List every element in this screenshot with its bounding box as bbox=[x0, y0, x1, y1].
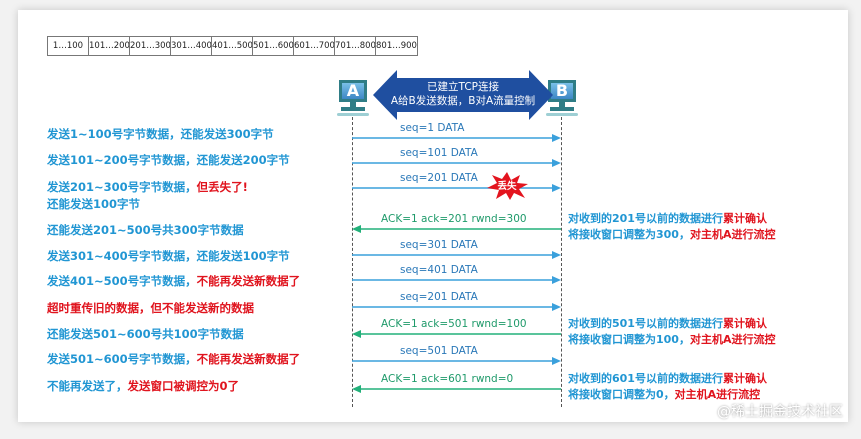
annotation-text: 发送窗口被调控为0了 bbox=[127, 379, 240, 393]
annotation-text: 还能发送201~500号共300字节数据 bbox=[47, 223, 244, 237]
host-b: B bbox=[545, 80, 579, 118]
annotation-text: 不能再发送新数据了 bbox=[196, 352, 301, 366]
arrow-head-icon bbox=[352, 225, 361, 233]
annotation-text: 发送201~300号字节数据， bbox=[47, 180, 197, 194]
sender-annotation: 发送1~100号字节数据，还能发送300字节 bbox=[47, 126, 274, 142]
arrow-head-icon bbox=[552, 357, 561, 365]
sender-annotation: 发送401~500号字节数据，不能再发送新数据了 bbox=[47, 273, 300, 289]
note-text: 将接收窗口调整为300， bbox=[568, 228, 690, 241]
lost-burst: 丢失 bbox=[486, 172, 528, 200]
sender-annotation: 还能发送201~500号共300字节数据 bbox=[47, 222, 244, 238]
annotation-text: 发送101~200号字节数据，还能发送200字节 bbox=[47, 153, 290, 167]
arrow-head-icon bbox=[552, 159, 561, 167]
seq-range-cell: 401…500 bbox=[212, 37, 253, 55]
arrow-head-icon bbox=[352, 385, 361, 393]
data-label: seq=501 DATA bbox=[400, 345, 478, 357]
data-label: seq=101 DATA bbox=[400, 147, 478, 159]
annotation-text: 发送301~400号字节数据，还能发送100字节 bbox=[47, 249, 290, 263]
ack-label: ACK=1 ack=201 rwnd=300 bbox=[381, 213, 527, 225]
annotation-text: 还能发送100字节 bbox=[47, 197, 141, 211]
lost-label: 丢失 bbox=[497, 181, 517, 192]
host-b-label: B bbox=[548, 80, 576, 102]
receiver-note-line: 对收到的501号以前的数据进行累计确认 bbox=[568, 316, 767, 331]
ack-label: ACK=1 ack=501 rwnd=100 bbox=[381, 318, 527, 330]
note-text: 累计确认 bbox=[722, 317, 767, 330]
note-text: 对收到的201号以前的数据进行 bbox=[568, 212, 723, 225]
data-label: seq=401 DATA bbox=[400, 264, 478, 276]
sender-annotation: 发送101~200号字节数据，还能发送200字节 bbox=[47, 152, 290, 168]
receiver-note-line: 对收到的601号以前的数据进行累计确认 bbox=[568, 371, 767, 386]
seq-range-cell: 301…400 bbox=[171, 37, 212, 55]
annotation-text: 发送1~100号字节数据，还能发送300字节 bbox=[47, 127, 274, 141]
burst-icon bbox=[487, 172, 528, 200]
receiver-note-line: 将接收窗口调整为300，对主机A进行流控 bbox=[568, 227, 775, 242]
annotation-text: 发送501~600号字节数据， bbox=[47, 352, 197, 366]
connection-line1: 已建立TCP连接 bbox=[427, 81, 499, 93]
data-label: seq=1 DATA bbox=[400, 122, 465, 134]
annotation-text: 不能再发送了， bbox=[47, 379, 128, 393]
watermark: @稀土掘金技术社区 bbox=[717, 404, 843, 420]
sender-annotation: 发送501~600号字节数据，不能再发送新数据了 bbox=[47, 351, 300, 367]
annotation-text: 发送401~500号字节数据， bbox=[47, 274, 197, 288]
seq-range-cell: 501…600 bbox=[253, 37, 294, 55]
seq-range-cell: 1…100 bbox=[48, 37, 89, 55]
note-text: 将接收窗口调整为0， bbox=[568, 388, 675, 401]
arrow-head-icon bbox=[552, 184, 561, 192]
note-text: 对主机A进行流控 bbox=[674, 388, 761, 401]
connection-line2: A给B发送数据，B对A流量控制 bbox=[390, 95, 536, 107]
host-a: A bbox=[336, 80, 370, 118]
note-text: 对收到的601号以前的数据进行 bbox=[568, 372, 723, 385]
receiver-note-line: 对收到的201号以前的数据进行累计确认 bbox=[568, 211, 767, 226]
connection-banner: 已建立TCP连接 A给B发送数据，B对A流量控制 bbox=[373, 70, 553, 120]
arrow-head-icon bbox=[552, 276, 561, 284]
sender-annotation: 不能再发送了，发送窗口被调控为0了 bbox=[47, 378, 239, 394]
annotation-text: 超时重传旧的数据，但不能发送新的数据 bbox=[47, 301, 254, 315]
host-a-label: A bbox=[339, 80, 367, 102]
note-text: 对收到的501号以前的数据进行 bbox=[568, 317, 723, 330]
host-b-timeline bbox=[561, 117, 562, 407]
seq-range-cell: 801…900 bbox=[376, 41, 417, 51]
sender-annotation: 还能发送100字节 bbox=[47, 196, 140, 212]
note-text: 对主机A进行流控 bbox=[689, 228, 776, 241]
seq-range-cell: 701…800 bbox=[335, 37, 376, 55]
sender-annotation: 超时重传旧的数据，但不能发送新的数据 bbox=[47, 300, 254, 316]
data-label: seq=201 DATA bbox=[400, 172, 478, 184]
note-text: 累计确认 bbox=[722, 212, 767, 225]
seq-range-cell: 201…300 bbox=[130, 37, 171, 55]
ack-label: ACK=1 ack=601 rwnd=0 bbox=[381, 373, 514, 385]
arrow-head-icon bbox=[352, 330, 361, 338]
annotation-text: 不能再发送新数据了 bbox=[196, 274, 301, 288]
seq-range-cell: 601…700 bbox=[294, 37, 335, 55]
data-label: seq=301 DATA bbox=[400, 239, 478, 251]
arrow-head-icon bbox=[552, 134, 561, 142]
annotation-text: 还能发送501~600号共100字节数据 bbox=[47, 327, 244, 341]
annotation-text: 但丢失了! bbox=[196, 180, 248, 194]
sender-annotation: 发送201~300号字节数据，但丢失了! bbox=[47, 179, 248, 195]
arrow-head-icon bbox=[552, 251, 561, 259]
arrow-head-icon bbox=[552, 303, 561, 311]
receiver-note-line: 将接收窗口调整为100，对主机A进行流控 bbox=[568, 332, 775, 347]
sender-annotation: 发送301~400号字节数据，还能发送100字节 bbox=[47, 248, 290, 264]
note-text: 累计确认 bbox=[722, 372, 767, 385]
seq-range-cell: 101…200 bbox=[89, 37, 130, 55]
data-label: seq=201 DATA bbox=[400, 291, 478, 303]
receiver-note-line: 将接收窗口调整为0，对主机A进行流控 bbox=[568, 387, 760, 402]
host-a-timeline bbox=[352, 117, 353, 407]
note-text: 将接收窗口调整为100， bbox=[568, 333, 690, 346]
sender-annotation: 还能发送501~600号共100字节数据 bbox=[47, 326, 244, 342]
double-arrow-icon bbox=[373, 70, 553, 120]
note-text: 对主机A进行流控 bbox=[689, 333, 776, 346]
